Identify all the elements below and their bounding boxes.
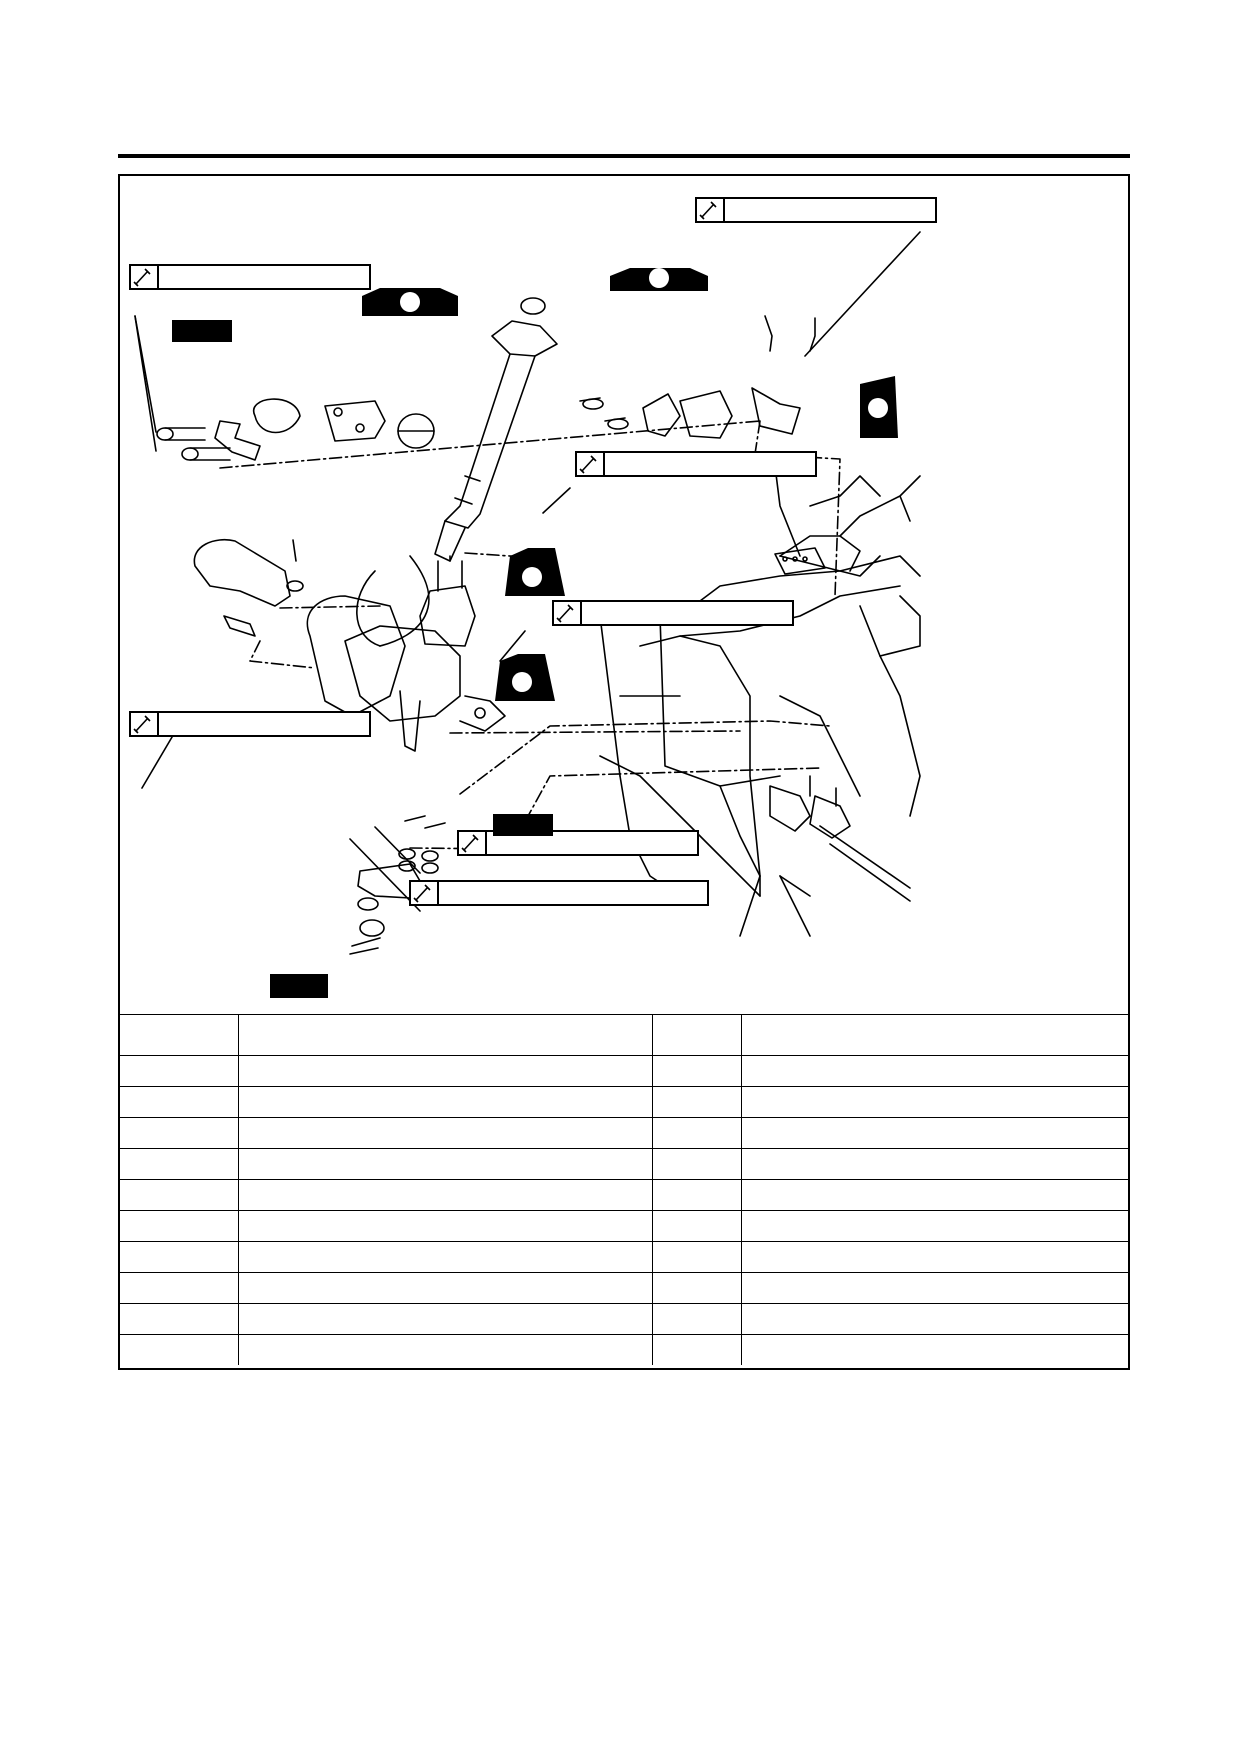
table-cell [120, 1210, 239, 1242]
table-cell [120, 1148, 239, 1180]
table-cell [740, 1055, 1128, 1087]
table-cell [651, 1241, 742, 1273]
new-part-badge-1 [172, 320, 232, 342]
table-row [120, 1241, 1128, 1273]
torque-spec-box-4 [552, 600, 794, 626]
col-header-qty [651, 1014, 742, 1056]
wrench-icon [131, 266, 159, 288]
exploded-view-frame [118, 174, 1130, 1370]
table-cell [237, 1055, 653, 1087]
torque-spec-box-7 [409, 880, 709, 906]
new-part-badge-3 [270, 974, 328, 998]
exploded-diagram [120, 176, 1128, 1014]
table-cell [237, 1272, 653, 1304]
table-cell [651, 1272, 742, 1304]
table-row [120, 1210, 1128, 1242]
table-cell [651, 1117, 742, 1149]
table-cell [120, 1117, 239, 1149]
wrench-icon [577, 453, 605, 475]
table-row [120, 1334, 1128, 1365]
table-cell [651, 1086, 742, 1118]
table-header-row [120, 1014, 1128, 1056]
table-cell [237, 1303, 653, 1335]
torque-spec-box-1 [695, 197, 937, 223]
parts-table [120, 1014, 1128, 1365]
table-row [120, 1272, 1128, 1304]
table-cell [237, 1241, 653, 1273]
table-row [120, 1086, 1128, 1118]
new-part-badge-2 [493, 814, 553, 836]
table-cell [120, 1055, 239, 1087]
table-cell [120, 1303, 239, 1335]
torque-spec-box-2 [129, 264, 371, 290]
table-cell [237, 1117, 653, 1149]
table-cell [237, 1210, 653, 1242]
table-cell [651, 1179, 742, 1211]
col-header-order [120, 1014, 239, 1056]
table-cell [740, 1272, 1128, 1304]
wrench-icon [697, 199, 725, 221]
table-cell [120, 1272, 239, 1304]
table-row [120, 1303, 1128, 1335]
col-header-remarks [740, 1014, 1128, 1056]
steering-assembly-illustration [134, 231, 921, 955]
table-cell [651, 1210, 742, 1242]
table-row [120, 1148, 1128, 1180]
table-cell [740, 1179, 1128, 1211]
table-cell [740, 1117, 1128, 1149]
table-cell [120, 1086, 239, 1118]
table-row [120, 1179, 1128, 1211]
torque-spec-box-5 [129, 711, 371, 737]
table-cell [740, 1086, 1128, 1118]
table-cell [237, 1086, 653, 1118]
table-row [120, 1055, 1128, 1087]
table-cell [740, 1241, 1128, 1273]
table-cell [651, 1303, 742, 1335]
table-cell [651, 1148, 742, 1180]
table-cell [740, 1148, 1128, 1180]
table-cell [120, 1334, 239, 1365]
header-rule [118, 154, 1130, 158]
table-cell [740, 1334, 1128, 1365]
table-cell [651, 1055, 742, 1087]
table-cell [237, 1334, 653, 1365]
table-cell [237, 1179, 653, 1211]
wrench-icon [411, 882, 439, 904]
table-cell [740, 1210, 1128, 1242]
table-cell [651, 1334, 742, 1365]
table-cell [740, 1303, 1128, 1335]
wrench-icon [554, 602, 582, 624]
table-cell [237, 1148, 653, 1180]
table-row [120, 1117, 1128, 1149]
wrench-icon [459, 832, 487, 854]
wrench-icon [131, 713, 159, 735]
torque-spec-box-3 [575, 451, 817, 477]
col-header-job-part [237, 1014, 653, 1056]
table-cell [120, 1241, 239, 1273]
table-cell [120, 1179, 239, 1211]
